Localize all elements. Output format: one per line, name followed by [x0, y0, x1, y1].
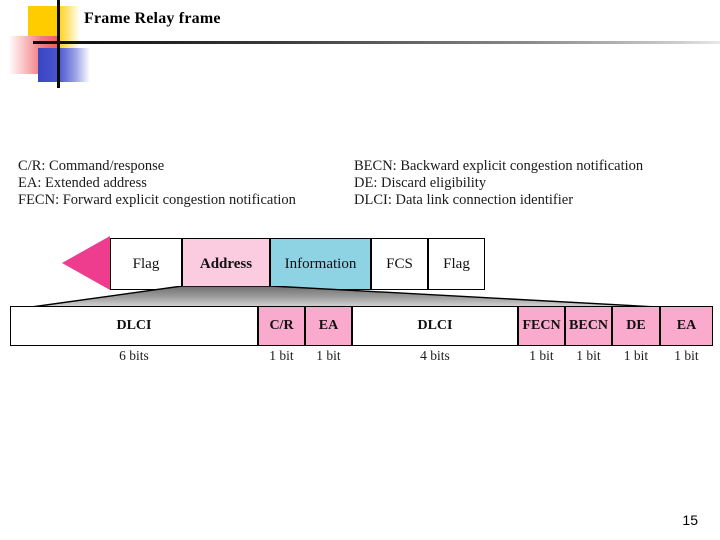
legend-item: C/R: Command/response	[18, 158, 165, 174]
connector-shape	[9, 285, 714, 311]
legend-item: FECN: Forward explicit congestion notifi…	[18, 192, 296, 208]
address-subfield-dlci-3: DLCI	[352, 306, 518, 346]
bit-width-label-5: 1 bit	[576, 348, 601, 363]
frame-field-flag-0: Flag	[110, 238, 182, 290]
legend-column-right: BECN: Backward explicit congestion notif…	[354, 158, 643, 209]
direction-arrow-icon	[62, 236, 110, 290]
bit-width-label-1: 1 bit	[269, 348, 294, 363]
bit-width-label-7: 1 bit	[674, 348, 699, 363]
legend-item: BECN: Backward explicit congestion notif…	[354, 158, 644, 174]
frame-field-fcs-3: FCS	[371, 238, 428, 290]
address-subfield-dlci-0: DLCI	[10, 306, 258, 346]
bit-width-label-0: 6 bits	[119, 348, 149, 363]
address-subfield-de-6: DE	[612, 306, 660, 346]
bit-width-label-3: 4 bits	[420, 348, 450, 363]
address-subfield-ea-2: EA	[305, 306, 352, 346]
legend-item: EA: Extended address	[18, 175, 147, 191]
bit-width-label-4: 1 bit	[529, 348, 554, 363]
bit-width-label-2: 1 bit	[316, 348, 341, 363]
deco-horizontal-rule	[33, 41, 720, 44]
frame-field-information-2: Information	[270, 238, 371, 290]
page-number: 15	[682, 512, 698, 528]
address-expansion-connector	[0, 285, 720, 312]
legend-item: DLCI: Data link connection identifier	[354, 192, 574, 208]
address-subfield-becn-5: BECN	[565, 306, 612, 346]
legend-column-left: C/R: Command/response EA: Extended addre…	[18, 158, 296, 209]
page-title: Frame Relay frame	[84, 10, 221, 27]
frame-field-address-1: Address	[182, 238, 270, 290]
legend-item: DE: Discard eligibility	[354, 175, 487, 191]
address-subfield-cr-1: C/R	[258, 306, 305, 346]
bit-width-label-row: 6 bits 1 bit 1 bit 4 bits 1 bit 1 bit 1 bit 1 b…	[10, 348, 713, 368]
deco-blue-square	[38, 48, 90, 82]
bit-width-label-6: 1 bit	[623, 348, 649, 363]
address-subfield-fecn-4: FECN	[518, 306, 565, 346]
deco-vertical-rule	[57, 0, 60, 88]
frame-field-flag-4: Flag	[428, 238, 485, 290]
address-subfield-ea-7: EA	[660, 306, 713, 346]
